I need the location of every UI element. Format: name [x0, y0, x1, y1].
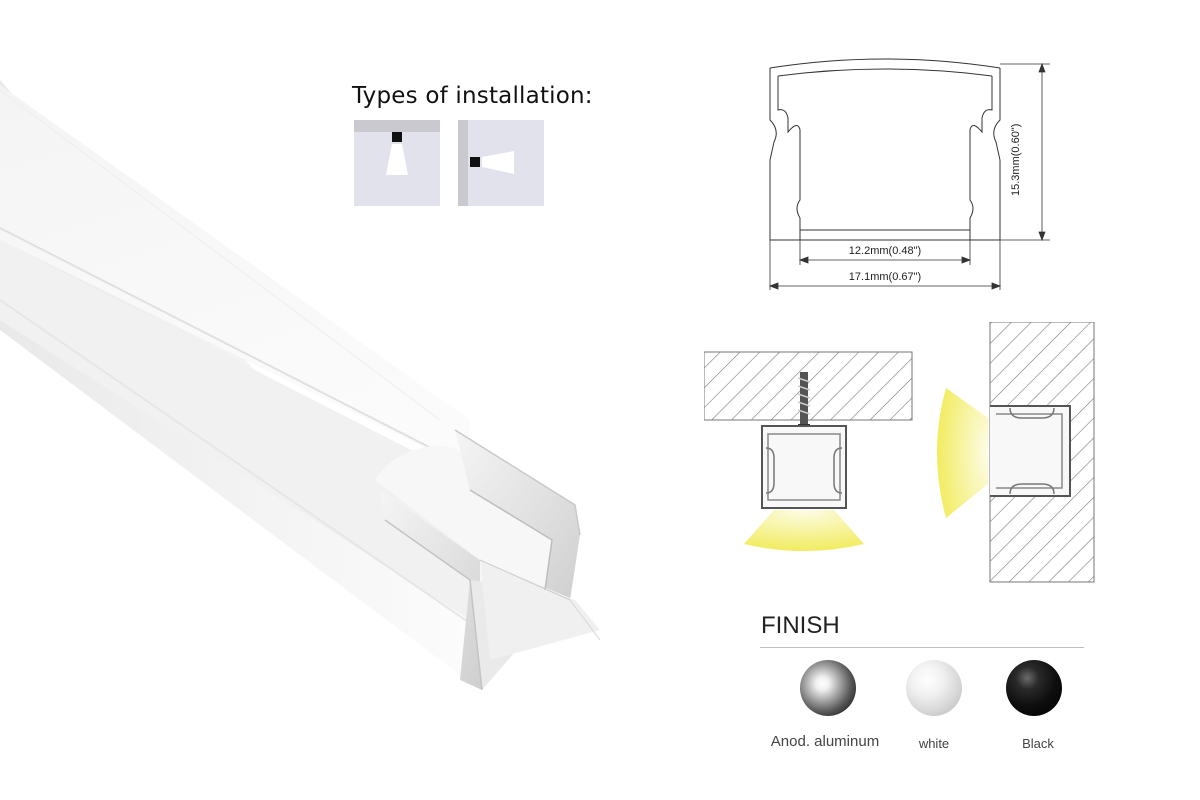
finish-swatch-aluminum	[800, 660, 856, 716]
finish-swatch-black	[1006, 660, 1062, 716]
inner-width-dimension-label: 12.2mm(0.48")	[848, 245, 922, 257]
finish-label-aluminum: Anod. aluminum	[770, 733, 880, 750]
finish-divider	[760, 647, 1084, 648]
product-photo	[0, 80, 601, 691]
cross-section-drawing	[768, 58, 1050, 290]
finish-label-white: white	[918, 736, 950, 751]
installation-title: Types of installation:	[352, 83, 593, 109]
finish-swatch-white	[906, 660, 962, 716]
outer-width-dimension-label: 17.1mm(0.67")	[848, 271, 922, 283]
height-dimension-label: 15.3mm(0.60")	[1010, 123, 1022, 196]
wall-mount-illustration	[937, 322, 1095, 583]
wall-mount-icon	[458, 120, 544, 206]
finish-title: FINISH	[761, 612, 840, 639]
installation-types	[354, 120, 544, 206]
ceiling-mount-illustration	[704, 351, 913, 551]
ceiling-mount-icon	[354, 120, 440, 206]
finish-label-black: Black	[1022, 736, 1054, 751]
